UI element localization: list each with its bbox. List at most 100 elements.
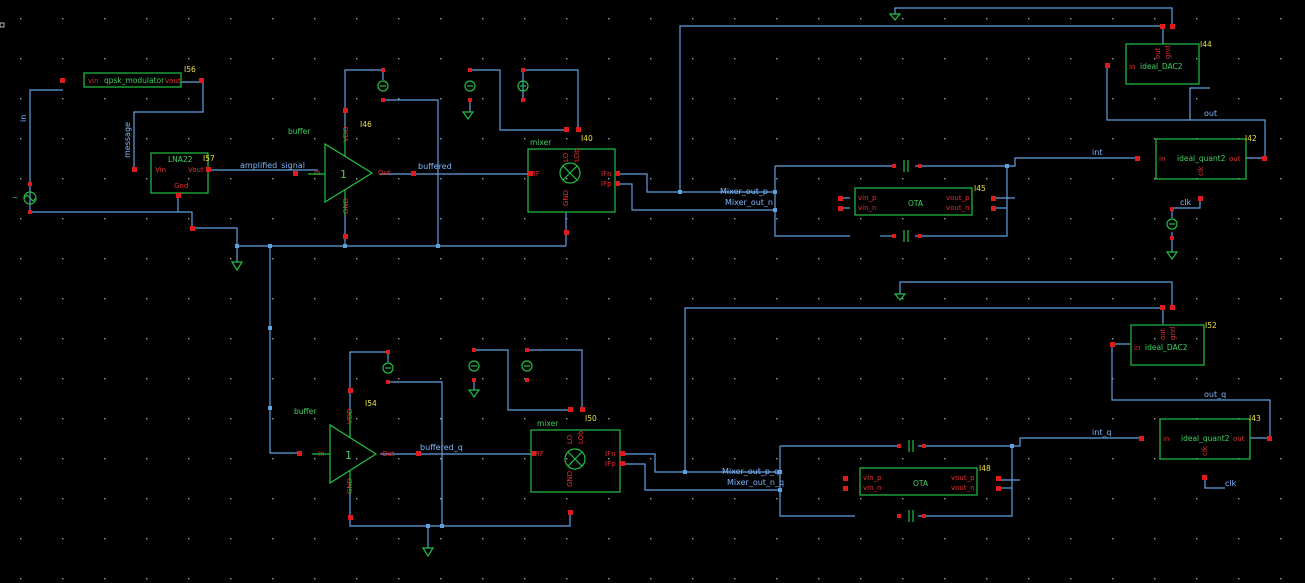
grid-dot [482,538,484,540]
grid-dot [188,178,190,180]
mixer-1[interactable]: mixer I40 RF IFn IFp LO LOb GND [527,127,620,235]
grid-dot [272,418,274,420]
quantizer-2[interactable]: ideal_quant2 I43 in out clk [1139,414,1272,480]
grid-dot [1070,498,1072,500]
qpsk-modulator[interactable]: vin qpsk_modulator vout I56 [60,65,204,88]
grid-dot [692,58,694,60]
grid-dot [314,378,316,380]
grid-dot [1112,18,1114,20]
grid-dot [860,578,862,580]
grid-dot [692,18,694,20]
grid-dot [230,458,232,460]
grid-dot [62,538,64,540]
grid-dot [902,18,904,20]
grid-dot [20,218,22,220]
grid-dot [440,458,442,460]
svg-text:out: out [1233,435,1245,443]
grid-dot [1112,218,1114,220]
grid-dot [734,98,736,100]
grid-dot [608,298,610,300]
grid-dot [902,218,904,220]
grid-dot [1196,498,1198,500]
grid-dot [1238,58,1240,60]
grid-dot [818,58,820,60]
buffer-2[interactable]: 1 buffer I54 In Out VDD GND [294,388,421,520]
grid-dot [146,98,148,100]
dac-2[interactable]: ideal_DAC2 I52 in out gnd [1110,305,1217,366]
grid-dot [1112,458,1114,460]
qpsk-pin-in: vin [88,77,99,85]
grid-dot [944,98,946,100]
grid-dot [1280,218,1282,220]
ac-source[interactable]: ~ [12,182,37,214]
grid-dot [650,578,652,580]
grid-dot [944,218,946,220]
grid-dot [1070,538,1072,540]
grid-dot [1280,298,1282,300]
grid-dot [776,258,778,260]
grid-dot [398,58,400,60]
grid-dot [356,218,358,220]
grid-dot [902,98,904,100]
grid-dot [146,498,148,500]
grid-dot [20,58,22,60]
ota-2[interactable]: OTA I48 vin_p vin_n vout_p vout_n [843,464,1001,496]
grid-dot [650,338,652,340]
svg-text:Out: Out [382,450,395,458]
grid-dot [1154,418,1156,420]
grid-dot [986,98,988,100]
grid-dot [944,578,946,580]
quantizer-1[interactable]: ideal_quant2 I42 in out clk [1135,134,1267,201]
mixer-2[interactable]: mixer I50 RF IFn IFp LO LOb GND [530,407,625,515]
lna-block[interactable]: LNA22 I57 Vin Vout Gnd [132,152,215,231]
grid-dot [188,18,190,20]
grid-dot [146,58,148,60]
grid-dot [1028,578,1030,580]
grid-dot [230,18,232,20]
grid-dot [398,418,400,420]
grid-dot [566,498,568,500]
grid-dot [524,138,526,140]
svg-text:gnd: gnd [1169,327,1177,340]
grid-dot [356,58,358,60]
grid-dot [902,458,904,460]
svg-text:in: in [1129,63,1135,71]
grid-dot [650,538,652,540]
ota-1[interactable]: OTA I45 vin_p vin_n vout_p vout_n [838,184,996,216]
grid-dot [272,258,274,260]
grid-dot [608,138,610,140]
grid-dot [734,298,736,300]
grid-dot [776,338,778,340]
grid-dot [860,378,862,380]
svg-text:in: in [1159,155,1165,163]
grid-dot [62,338,64,340]
grid-dot [776,578,778,580]
grid-dot [734,58,736,60]
grid-dot [1070,58,1072,60]
grid-dot [272,458,274,460]
grid-dot [1112,58,1114,60]
grid-dot [1028,98,1030,100]
capacitor-pins [892,164,926,518]
grid-dot [692,258,694,260]
grid-dot [146,338,148,340]
grid-dot [1280,378,1282,380]
buffer-1[interactable]: 1 buffer I46 In Out VDD GND [288,108,416,239]
grid-dot [692,298,694,300]
grid-dot [398,338,400,340]
grid-dot [692,458,694,460]
grid-dot [860,298,862,300]
grid-dot [1196,58,1198,60]
grid-dot [1154,98,1156,100]
grid-dot [1070,98,1072,100]
grid-dot [188,538,190,540]
grid-dot [188,98,190,100]
grid-dot [860,98,862,100]
grid-dot [314,138,316,140]
grid-dot [20,138,22,140]
grid-dot [524,498,526,500]
grid-dot [146,578,148,580]
dac-1[interactable]: ideal_DAC2 I44 in out gnd [1105,24,1212,85]
corner-marker [0,22,5,28]
